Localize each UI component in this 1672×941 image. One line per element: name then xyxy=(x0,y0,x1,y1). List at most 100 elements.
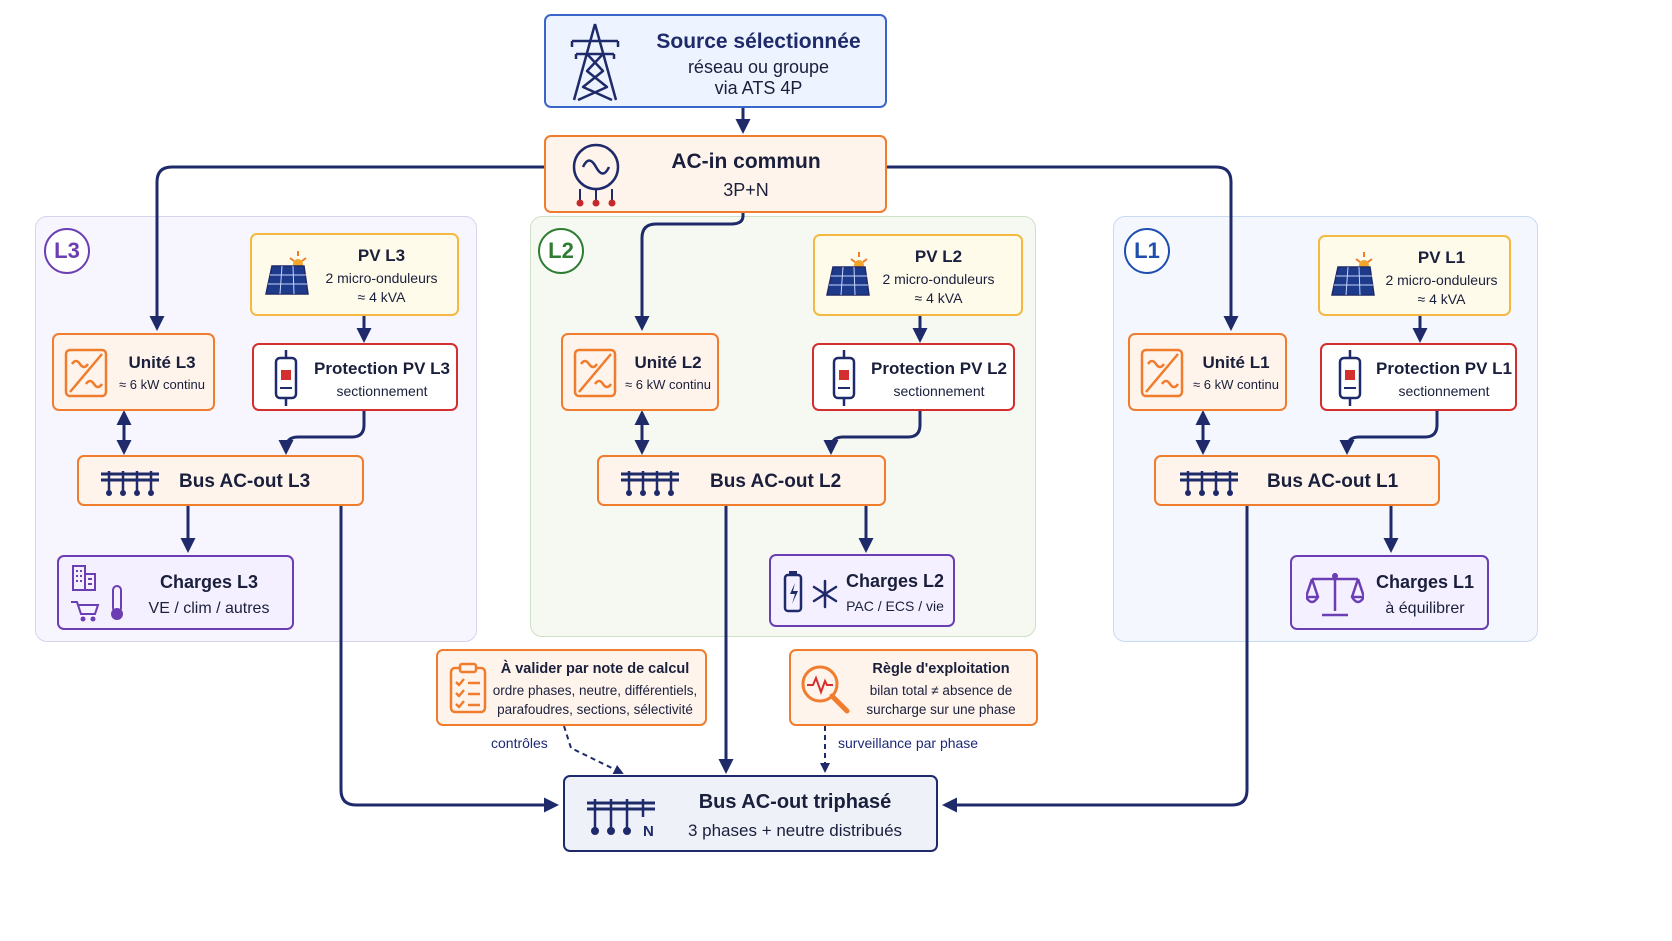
unit-l3-box: Unité L3 ≈ 6 kW continu xyxy=(52,333,215,411)
badge-l1: L1 xyxy=(1124,228,1170,274)
charges-l1-box: Charges L1 à équilibrer xyxy=(1290,555,1489,630)
bus-l2-text: Bus AC-out L2 xyxy=(710,471,870,493)
acin-box: AC-in commun 3P+N xyxy=(544,135,887,213)
wire-protl2-bus xyxy=(823,411,922,455)
pv-l2-text: PV L2 2 micro-onduleurs ≈ 4 kVA xyxy=(871,247,1006,306)
acin-sub: 3P+N xyxy=(723,180,769,201)
pv-l1-title: PV L1 xyxy=(1417,248,1466,267)
validate-title: À valider par note de calcul xyxy=(500,661,690,677)
final-bus-sub: 3 phases + neutre distribués xyxy=(687,821,903,840)
pv-l2-line2: ≈ 4 kVA xyxy=(914,289,963,306)
wire-busl1-final xyxy=(942,506,1249,813)
battery-snowflake-icon xyxy=(783,571,838,613)
inverter-icon xyxy=(573,348,617,398)
pylon-icon xyxy=(570,23,620,102)
charges-l1-text: Charges L1 à équilibrer xyxy=(1370,572,1480,618)
charges-l2-box: Charges L2 PAC / ECS / vie xyxy=(769,554,955,627)
source-text: Source sélectionnée réseau ou groupe via… xyxy=(646,30,871,99)
rule-note: Règle d'exploitation bilan total ≠ absen… xyxy=(789,649,1038,726)
badge-l2: L2 xyxy=(538,228,584,274)
prot-l2-sub: sectionnement xyxy=(893,382,985,399)
bus-l2-box: Bus AC-out L2 xyxy=(597,455,886,506)
charges-l3-sub: VE / clim / autres xyxy=(148,599,270,617)
charges-l3-title: Charges L3 xyxy=(159,572,259,592)
source-box: Source sélectionnée réseau ou groupe via… xyxy=(544,14,887,108)
controls-label: contrôles xyxy=(491,735,548,751)
prot-l2-box: Protection PV L2 sectionnement xyxy=(812,343,1015,411)
pv-l3-line1: 2 micro-onduleurs xyxy=(325,269,438,286)
pv-l3-text: PV L3 2 micro-onduleurs ≈ 4 kVA xyxy=(314,246,449,305)
charges-l2-title: Charges L2 xyxy=(845,571,945,591)
prot-l2-title: Protection PV L2 xyxy=(870,359,1008,378)
acin-title: AC-in commun xyxy=(671,150,821,173)
unit-l1-text: Unité L1 ≈ 6 kW continu xyxy=(1187,353,1285,392)
source-line1: réseau ou groupe xyxy=(687,57,830,78)
rule-text: Règle d'exploitation bilan total ≠ absen… xyxy=(857,661,1025,718)
unit-l2-title: Unité L2 xyxy=(634,353,702,372)
inverter-icon xyxy=(1140,348,1184,398)
badge-l3: L3 xyxy=(44,228,90,274)
prot-l1-box: Protection PV L1 sectionnement xyxy=(1320,343,1517,411)
solar-panel-icon xyxy=(826,252,870,296)
sine-wave-icon xyxy=(572,143,620,207)
neutral-letter: N xyxy=(643,823,654,840)
inverter-icon xyxy=(64,348,108,398)
monitoring-label: surveillance par phase xyxy=(838,735,979,751)
wire-busl3-final xyxy=(339,506,559,813)
rule-line1: bilan total ≠ absence de xyxy=(869,682,1013,698)
pv-l1-line2: ≈ 4 kVA xyxy=(1417,290,1466,307)
bus-l1-box: Bus AC-out L1 xyxy=(1154,455,1440,506)
solar-panel-icon xyxy=(265,251,309,295)
bus-l3-title: Bus AC-out L3 xyxy=(179,471,311,492)
bus-l2-title: Bus AC-out L2 xyxy=(710,471,842,492)
pv-l1-line1: 2 micro-onduleurs xyxy=(1385,271,1498,288)
final-bus-box: N Bus AC-out triphasé 3 phases + neutre … xyxy=(563,775,938,852)
clipboard-checklist-icon xyxy=(449,662,487,714)
wire-protl3-bus xyxy=(278,411,366,455)
unit-l3-text: Unité L3 ≈ 6 kW continu xyxy=(112,353,212,392)
validate-note: À valider par note de calcul ordre phase… xyxy=(436,649,707,726)
charges-l2-sub: PAC / ECS / vie xyxy=(846,597,944,614)
pv-l2-line1: 2 micro-onduleurs xyxy=(882,270,995,287)
acin-text: AC-in commun 3P+N xyxy=(646,150,846,201)
wire-protl1-bus xyxy=(1339,411,1439,455)
validate-text: À valider par note de calcul ordre phase… xyxy=(488,661,702,718)
prot-l3-box: Protection PV L3 sectionnement xyxy=(252,343,458,411)
prot-l1-title: Protection PV L1 xyxy=(1375,359,1513,378)
bus-l1-title: Bus AC-out L1 xyxy=(1267,471,1399,492)
validate-line1: ordre phases, neutre, différentiels, xyxy=(492,682,698,698)
bus-l3-box: Bus AC-out L3 xyxy=(77,455,364,506)
pv-l1-text: PV L1 2 micro-onduleurs ≈ 4 kVA xyxy=(1374,248,1509,307)
wire-acin-l2 xyxy=(634,213,745,331)
unit-l3-title: Unité L3 xyxy=(128,353,196,372)
charges-l1-title: Charges L1 xyxy=(1375,572,1475,592)
solar-panel-icon xyxy=(1331,252,1375,296)
charges-l2-text: Charges L2 PAC / ECS / vie xyxy=(841,571,949,614)
unit-l2-text: Unité L2 ≈ 6 kW continu xyxy=(619,353,717,392)
source-line2: via ATS 4P xyxy=(714,77,803,98)
unit-l2-sub: ≈ 6 kW continu xyxy=(625,376,711,392)
prot-l2-text: Protection PV L2 sectionnement xyxy=(869,359,1009,399)
pv-l2-box: PV L2 2 micro-onduleurs ≈ 4 kVA xyxy=(813,234,1023,316)
magnifier-pulse-icon xyxy=(801,665,850,714)
rule-line2: surcharge sur une phase xyxy=(866,702,1016,718)
three-phase-busbar-icon xyxy=(587,799,655,835)
wire-controls xyxy=(563,725,624,774)
validate-line2: parafoudres, sections, sélectivité xyxy=(497,702,693,718)
wire-acin-l1 xyxy=(887,165,1239,331)
pv-l3-box: PV L3 2 micro-onduleurs ≈ 4 kVA xyxy=(250,233,459,316)
unit-l1-title: Unité L1 xyxy=(1202,353,1270,372)
charges-l3-text: Charges L3 VE / clim / autres xyxy=(139,572,279,618)
breaker-icon xyxy=(274,350,298,406)
loads-icon xyxy=(71,565,123,622)
prot-l1-sub: sectionnement xyxy=(1398,382,1490,399)
prot-l3-title: Protection PV L3 xyxy=(313,359,451,378)
prot-l3-text: Protection PV L3 sectionnement xyxy=(312,359,452,399)
source-title: Source sélectionnée xyxy=(656,30,861,53)
prot-l1-text: Protection PV L1 sectionnement xyxy=(1374,359,1514,399)
breaker-icon xyxy=(832,350,856,406)
bus-l1-text: Bus AC-out L1 xyxy=(1267,471,1427,493)
prot-l3-sub: sectionnement xyxy=(336,382,428,399)
wire-acin-l3 xyxy=(149,165,544,331)
